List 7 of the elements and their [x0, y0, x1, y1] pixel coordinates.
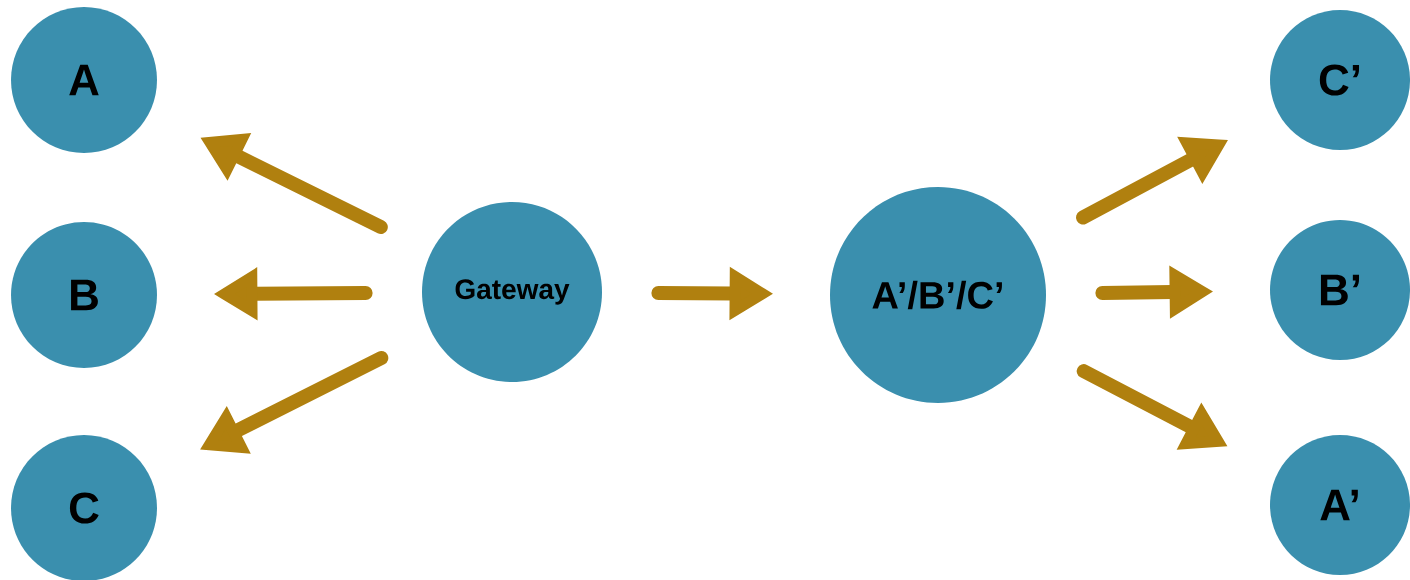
- circle-node: Gateway: [422, 202, 602, 382]
- circle-node: C’: [1270, 10, 1410, 150]
- circle-node: B: [11, 222, 157, 368]
- circle-node: B’: [1270, 220, 1410, 360]
- circle-node: A’/B’/C’: [830, 187, 1046, 403]
- circle-node: A: [11, 7, 157, 153]
- circle-node: A’: [1270, 435, 1410, 575]
